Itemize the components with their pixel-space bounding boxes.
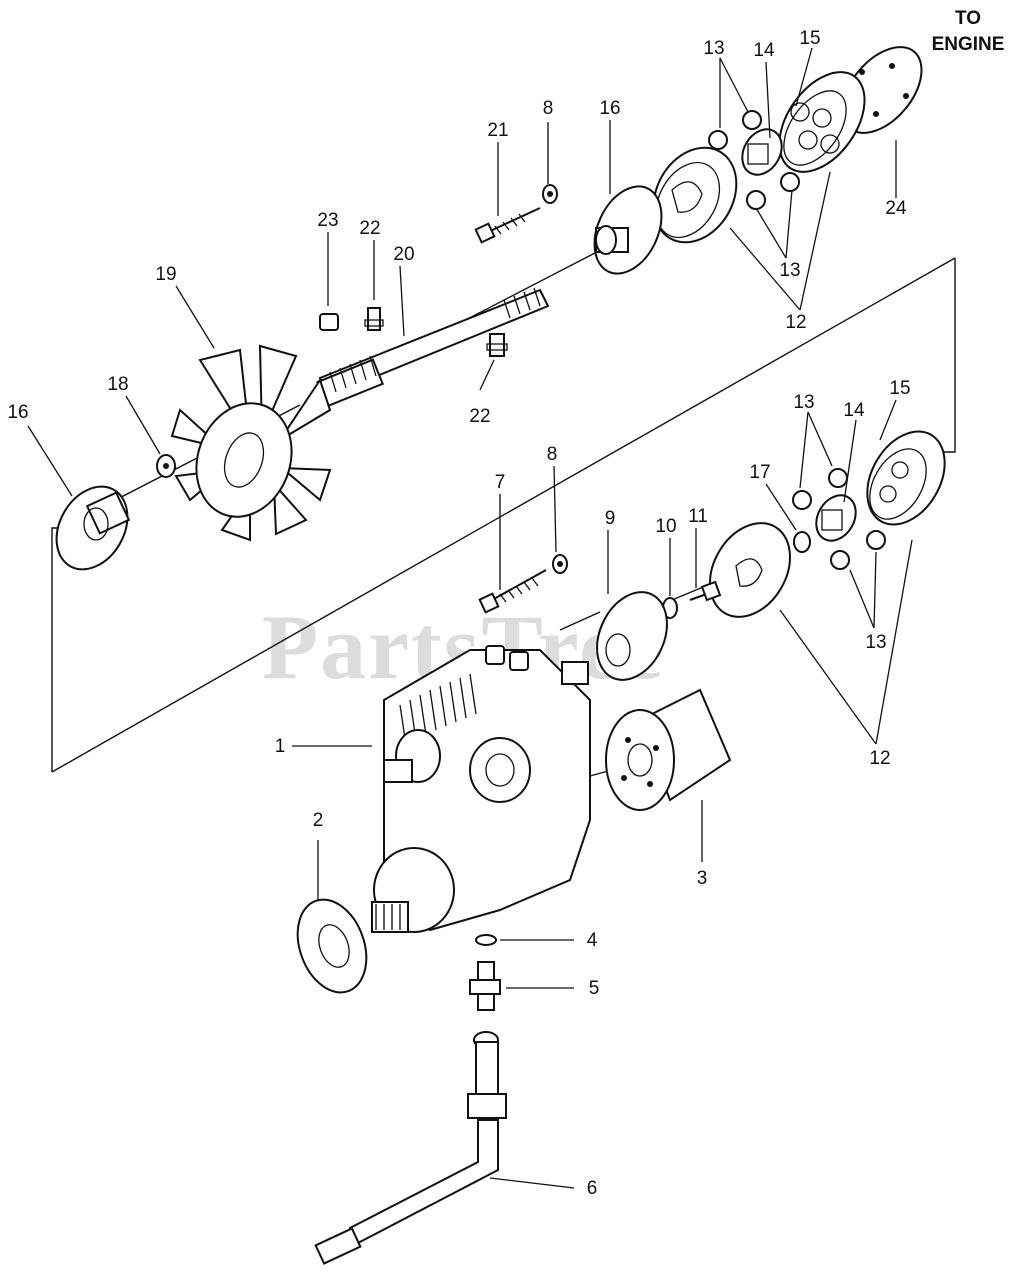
bolt-21 <box>474 207 541 244</box>
hub-flange-16-upper <box>593 185 663 275</box>
washer-8-lower <box>552 554 568 574</box>
svg-text:ENGINE: ENGINE <box>932 34 1005 55</box>
callout-12: 12 <box>869 748 890 769</box>
tube-6 <box>314 1031 507 1265</box>
callout-11: 11 <box>688 506 708 527</box>
grease-fitting-22-upper <box>364 307 384 331</box>
cross-hub-14-upper <box>708 110 800 210</box>
callout-14: 14 <box>753 40 775 61</box>
callout-20: 20 <box>393 244 414 265</box>
bearing-housing-15-upper <box>778 71 866 173</box>
cross-hub-14-lower <box>792 468 886 570</box>
o-ring-4 <box>475 934 497 946</box>
callout-13: 13 <box>793 392 814 413</box>
callout-13: 13 <box>703 38 724 59</box>
transmission-body-1 <box>371 645 591 933</box>
callout-24: 24 <box>885 198 907 219</box>
coupling-disc-12-upper <box>652 146 738 244</box>
callout-5: 5 <box>589 978 600 999</box>
callout-3: 3 <box>697 868 708 889</box>
washer-8-upper <box>542 184 558 204</box>
callout-4: 4 <box>587 930 598 951</box>
bearing-housing-15-lower <box>866 430 946 526</box>
adapter-plate-9 <box>596 591 668 681</box>
callout-16: 16 <box>599 98 620 119</box>
callout-9: 9 <box>605 508 616 529</box>
callout-13: 13 <box>779 260 800 281</box>
pump-3 <box>605 688 732 811</box>
callout-15: 15 <box>799 28 820 49</box>
plug-23 <box>319 313 339 331</box>
svg-text:TO: TO <box>955 8 981 29</box>
callout-15: 15 <box>889 378 910 399</box>
coupling-disc-12-lower <box>709 522 791 618</box>
callout-23: 23 <box>317 210 338 231</box>
leader-lines <box>27 47 913 1189</box>
snap-ring-17 <box>793 531 811 553</box>
fitting-5 <box>469 961 501 1011</box>
drive-shaft-20 <box>316 287 550 408</box>
seal-washer-2 <box>296 898 368 994</box>
callout-8: 8 <box>547 444 558 465</box>
hub-flange-16-lower <box>55 485 131 571</box>
callout-22: 22 <box>469 406 490 427</box>
grease-fitting-22-lower <box>486 333 508 357</box>
callout-1: 1 <box>275 736 286 757</box>
callout-8: 8 <box>543 98 554 119</box>
callout-18: 18 <box>107 374 128 395</box>
washer-18 <box>156 454 176 478</box>
callout-2: 2 <box>313 810 324 831</box>
callout-7: 7 <box>495 472 506 493</box>
callout-labels: 13 14 15 24 13 12 16 8 21 20 22 23 22 19… <box>7 28 910 1199</box>
bolt-7 <box>478 569 547 614</box>
bolt-11 <box>689 580 722 602</box>
fan-19 <box>170 344 332 542</box>
callout-19: 19 <box>155 264 176 285</box>
callout-6: 6 <box>587 1178 598 1199</box>
callout-21: 21 <box>487 120 508 141</box>
to-engine-label: TO ENGINE <box>932 8 1005 55</box>
callout-22: 22 <box>359 218 380 239</box>
callout-16: 16 <box>7 402 28 423</box>
callout-14: 14 <box>843 400 865 421</box>
callout-10: 10 <box>655 516 676 537</box>
callout-17: 17 <box>749 462 770 483</box>
callout-13: 13 <box>865 632 886 653</box>
callout-12: 12 <box>785 312 806 333</box>
